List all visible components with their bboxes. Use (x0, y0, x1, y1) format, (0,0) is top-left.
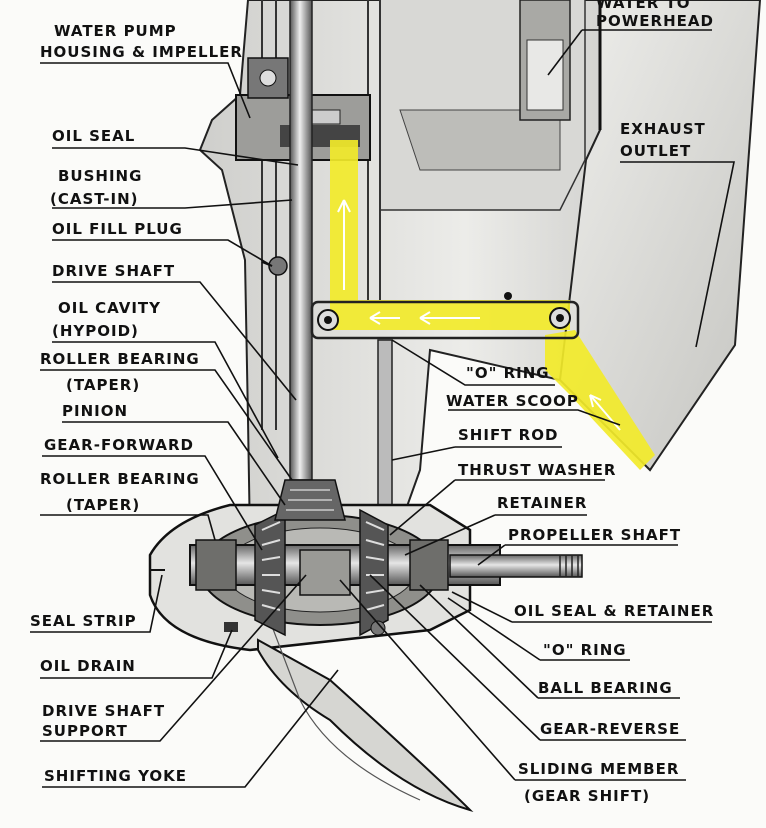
water-path-highlight (330, 140, 655, 470)
label-water-pump-line2: HOUSING & IMPELLER (40, 43, 243, 61)
label-oil-cavity-line1: OIL CAVITY (58, 299, 161, 317)
label-retainer: RETAINER (497, 494, 588, 512)
label-bushing-line1: BUSHING (58, 167, 143, 185)
label-oil-seal-retainer: OIL SEAL & RETAINER (514, 602, 715, 620)
label-water-pump-line1: WATER PUMP (54, 22, 177, 40)
label-roller-bearing-top-line1: ROLLER BEARING (40, 350, 200, 368)
label-roller-bearing-bot-line1: ROLLER BEARING (40, 470, 200, 488)
label-bushing-line2: (CAST-IN) (50, 190, 139, 208)
label-o-ring-top: "O" RING (466, 364, 550, 382)
seal-strip-oil-drain (150, 569, 238, 632)
label-sliding-member-line1: SLIDING MEMBER (518, 760, 680, 778)
label-exhaust-line1: EXHAUST (620, 120, 706, 138)
label-shift-rod: SHIFT ROD (458, 426, 559, 444)
label-seal-strip: SEAL STRIP (30, 612, 137, 630)
label-water-scoop: WATER SCOOP (446, 392, 579, 410)
label-oil-drain: OIL DRAIN (40, 657, 136, 675)
label-oil-fill-plug: OIL FILL PLUG (52, 220, 183, 238)
label-drive-shaft-support-line2: SUPPORT (42, 722, 128, 740)
label-water-to-powerhead-line1: WATER TO (596, 0, 691, 12)
label-gear-forward: GEAR-FORWARD (44, 436, 194, 454)
label-roller-bearing-top-line2: (TAPER) (66, 376, 141, 394)
label-roller-bearing-bot-line2: (TAPER) (66, 496, 141, 514)
label-thrust-washer: THRUST WASHER (458, 461, 617, 479)
label-drive-shaft-support-line1: DRIVE SHAFT (42, 702, 166, 720)
label-water-to-powerhead-line2: POWERHEAD (596, 12, 714, 30)
label-shifting-yoke: SHIFTING YOKE (44, 767, 188, 785)
drive-shaft (289, 0, 313, 481)
label-oil-seal: OIL SEAL (52, 127, 136, 145)
label-propeller-shaft: PROPELLER SHAFT (508, 526, 682, 544)
label-exhaust-line2: OUTLET (620, 142, 692, 160)
label-o-ring-bottom: "O" RING (543, 641, 627, 659)
oil-fill-plug (261, 256, 288, 276)
label-drive-shaft: DRIVE SHAFT (52, 262, 176, 280)
label-ball-bearing: BALL BEARING (538, 679, 673, 697)
label-sliding-member-line2: (GEAR SHIFT) (524, 787, 651, 805)
label-gear-reverse: GEAR-REVERSE (540, 720, 681, 738)
water-passage-bar (310, 292, 580, 340)
gears (254, 479, 389, 637)
leader-lines (30, 29, 735, 788)
label-oil-cavity-line2: (HYPOID) (52, 322, 139, 340)
label-pinion: PINION (62, 402, 129, 420)
